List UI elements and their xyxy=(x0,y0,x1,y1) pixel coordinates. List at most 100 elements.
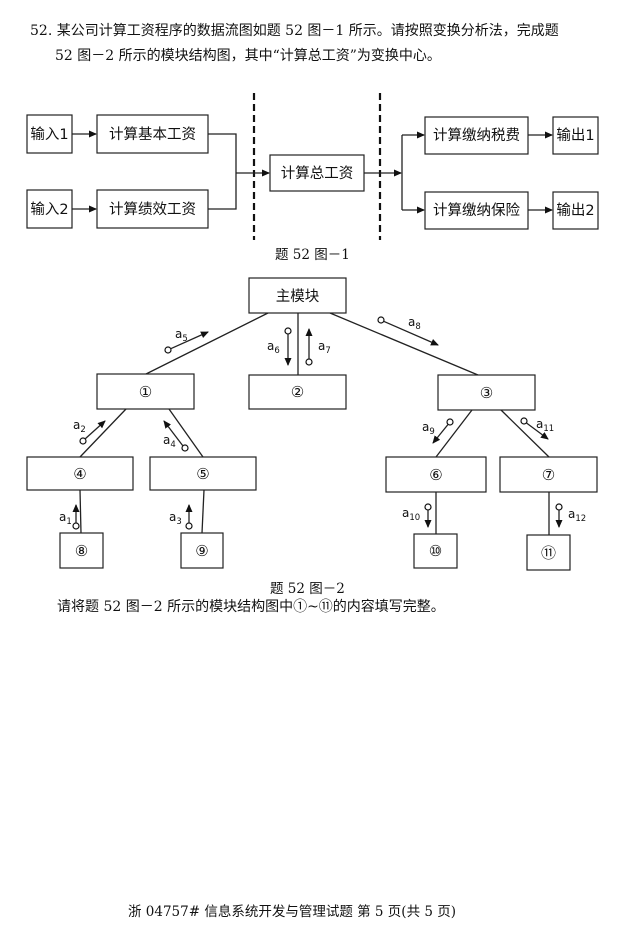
dfd-node-input-2: 输入2 xyxy=(26,189,73,229)
couple-label-a2: a2 xyxy=(73,418,86,435)
couple-label-a4: a4 xyxy=(163,433,176,450)
dfd-label-output-1: 输出1 xyxy=(556,127,594,144)
couple-label-a3: a3 xyxy=(169,510,182,527)
dfd-node-calc-total-salary: 计算总工资 xyxy=(269,154,365,192)
dfd-node-calc-performance-salary: 计算绩效工资 xyxy=(96,189,209,229)
couple-label-a7: a7 xyxy=(318,339,331,356)
sc-module-main: 主模块 xyxy=(248,277,347,314)
dfd-node-calc-basic-salary: 计算基本工资 xyxy=(96,114,209,154)
couple-a8: a8 xyxy=(377,315,439,346)
data-couple-arrow-icon xyxy=(84,420,106,440)
data-couple-circle-icon xyxy=(79,437,87,445)
couple-a1: a1 xyxy=(59,504,80,530)
couple-a3: a3 xyxy=(169,504,193,530)
dfd-node-output-2: 输出2 xyxy=(552,191,599,230)
sc-module-7: ⑦ xyxy=(499,456,598,493)
couple-label-a10: a10 xyxy=(402,506,420,523)
sc-link-1-to-4 xyxy=(79,408,127,458)
sc-link-1-to-5 xyxy=(168,408,204,458)
data-couple-arrow-icon xyxy=(163,420,184,447)
question-number: 52. xyxy=(30,23,53,39)
sc-label-8: ⑧ xyxy=(75,542,88,560)
sc-module-2: ② xyxy=(248,374,347,410)
sc-module-6: ⑥ xyxy=(385,456,487,493)
sc-label-3: ③ xyxy=(480,384,493,402)
sc-label-6: ⑥ xyxy=(429,466,442,484)
couple-a7: a7 xyxy=(305,328,331,366)
instruction-text: 请将题 52 图－2 所示的模块结构图中①~⑪的内容填写完整。 xyxy=(57,599,445,615)
sc-module-11: ⑪ xyxy=(526,534,571,571)
sc-label-main: 主模块 xyxy=(276,288,320,305)
couple-label-a9: a9 xyxy=(422,420,435,437)
page-footer: 浙 04757# 信息系统开发与管理试题 第 5 页(共 5 页) xyxy=(128,904,457,920)
couple-label-a5: a5 xyxy=(175,327,188,344)
data-couple-circle-icon xyxy=(284,327,292,335)
couple-a10: a10 xyxy=(402,503,432,528)
data-couple-circle-icon xyxy=(377,316,385,324)
dfd-merge-connector xyxy=(208,133,237,210)
data-couple-circle-icon xyxy=(185,522,193,530)
sc-link-3-to-7 xyxy=(500,409,550,458)
couple-label-a12: a12 xyxy=(568,507,586,524)
question-line-1: 52. 某公司计算工资程序的数据流图如题 52 图－1 所示。请按照变换分析法，… xyxy=(30,22,559,40)
data-couple-circle-icon xyxy=(72,522,80,530)
data-couple-circle-icon xyxy=(555,503,563,511)
data-couple-arrow-icon xyxy=(383,320,439,346)
couple-a4: a4 xyxy=(163,420,189,452)
couple-a9: a9 xyxy=(422,418,454,444)
question-text-1: 某公司计算工资程序的数据流图如题 52 图－1 所示。请按照变换分析法，完成题 xyxy=(56,23,559,39)
sc-label-1: ① xyxy=(139,383,152,401)
data-couple-circle-icon xyxy=(181,444,189,452)
data-couple-circle-icon xyxy=(520,417,528,425)
data-couple-circle-icon xyxy=(164,346,172,354)
sc-module-3: ③ xyxy=(437,374,536,411)
dfd-node-input-1: 输入1 xyxy=(26,114,73,154)
dfd-label-calc-performance-salary: 计算绩效工资 xyxy=(109,201,196,218)
couple-label-a8: a8 xyxy=(408,315,421,332)
sc-module-8: ⑧ xyxy=(59,532,104,569)
couple-label-a1: a1 xyxy=(59,510,72,527)
sc-link-5-to-9 xyxy=(201,489,205,534)
dfd-label-output-2: 输出2 xyxy=(556,202,594,219)
dfd-node-calc-tax: 计算缴纳税费 xyxy=(424,116,529,155)
dfd-label-calc-basic-salary: 计算基本工资 xyxy=(109,126,196,143)
dfd-label-input-1: 输入1 xyxy=(30,126,68,143)
data-couple-arrow-icon xyxy=(526,422,549,440)
dfd-label-calc-tax: 计算缴纳税费 xyxy=(433,127,520,144)
figure-1-caption: 题 52 图－1 xyxy=(275,247,350,263)
sc-label-7: ⑦ xyxy=(542,466,555,484)
couple-label-a11: a11 xyxy=(536,417,554,434)
couple-a5: a5 xyxy=(164,327,209,354)
sc-link-3-to-6 xyxy=(435,409,473,458)
couple-a11: a11 xyxy=(520,417,554,440)
dfd-node-output-1: 输出1 xyxy=(552,116,599,155)
sc-label-5: ⑤ xyxy=(196,465,209,483)
sc-link-4-to-8 xyxy=(79,489,82,534)
sc-module-10: ⑩ xyxy=(413,533,458,569)
sc-link-main-to-1 xyxy=(145,312,269,375)
dfd-label-calc-total-salary: 计算总工资 xyxy=(281,165,354,182)
figure-1-dfd: 输入1 输入2 计算基本工资 计算绩效工资 计算总工资 计算缴纳税费 xyxy=(26,93,599,240)
dfd-label-input-2: 输入2 xyxy=(30,201,68,218)
couple-a12: a12 xyxy=(555,503,586,528)
sc-module-5: ⑤ xyxy=(149,456,257,491)
figure-2-structure-chart: 主模块 ① ② ③ ④ ⑤ ⑥ ⑦ xyxy=(26,277,598,571)
figure-2-caption: 题 52 图－2 xyxy=(270,581,345,597)
sc-label-11: ⑪ xyxy=(541,544,556,562)
dfd-label-calc-insurance: 计算缴纳保险 xyxy=(433,202,520,219)
sc-label-9: ⑨ xyxy=(195,542,208,560)
data-couple-arrow-icon xyxy=(432,424,449,444)
couple-a2: a2 xyxy=(73,418,106,445)
couple-label-a6: a6 xyxy=(267,339,280,356)
sc-module-1: ① xyxy=(96,373,195,410)
sc-module-9: ⑨ xyxy=(180,532,224,569)
sc-label-10: ⑩ xyxy=(429,542,442,560)
data-couple-arrow-icon xyxy=(170,331,209,350)
sc-link-main-to-3 xyxy=(329,312,479,376)
couple-a6: a6 xyxy=(267,327,292,366)
sc-label-2: ② xyxy=(291,383,304,401)
data-couple-circle-icon xyxy=(424,503,432,511)
data-couple-circle-icon xyxy=(305,358,313,366)
sc-label-4: ④ xyxy=(73,465,86,483)
